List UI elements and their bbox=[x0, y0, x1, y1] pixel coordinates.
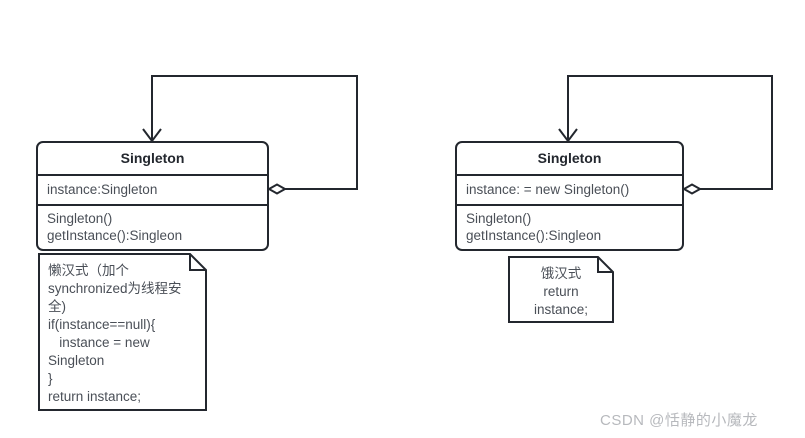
note-outline bbox=[38, 253, 207, 411]
note-box-right[interactable]: 饿汉式 return instance; bbox=[508, 256, 614, 323]
class-title-left: Singleton bbox=[38, 143, 267, 176]
class-operation: Singleton() bbox=[47, 211, 113, 226]
class-operations-right: Singleton() getInstance():Singleon bbox=[457, 206, 682, 249]
class-box-right[interactable]: Singleton instance: = new Singleton() Si… bbox=[455, 141, 684, 251]
class-attributes-left: instance:Singleton bbox=[38, 176, 267, 206]
class-attribute: instance: = new Singleton() bbox=[466, 182, 630, 197]
left-aggregation-diamond bbox=[266, 183, 288, 195]
note-outline bbox=[508, 256, 614, 323]
class-operation: getInstance():Singleon bbox=[466, 228, 602, 243]
note-shape-right bbox=[508, 256, 614, 323]
note-fold-icon bbox=[189, 254, 206, 271]
right-open-arrowhead bbox=[558, 128, 578, 143]
right-aggregation-diamond bbox=[681, 183, 703, 195]
csdn-watermark: CSDN @恬静的小魔龙 bbox=[600, 412, 758, 429]
class-box-left[interactable]: Singleton instance:Singleton Singleton()… bbox=[36, 141, 269, 251]
class-operation: Singleton() bbox=[466, 211, 532, 226]
class-attribute: instance:Singleton bbox=[47, 182, 158, 197]
note-box-left[interactable]: 懒汉式（加个 synchronized为线程安 全) if(instance==… bbox=[38, 253, 207, 411]
note-text-right: 饿汉式 return instance; bbox=[533, 266, 589, 317]
class-attributes-right: instance: = new Singleton() bbox=[457, 176, 682, 206]
class-operation: getInstance():Singleon bbox=[47, 228, 183, 243]
left-open-arrowhead bbox=[142, 128, 162, 143]
note-fold-icon bbox=[597, 257, 613, 273]
class-operations-left: Singleton() getInstance():Singleon bbox=[38, 206, 267, 249]
note-text-left: 懒汉式（加个 synchronized为线程安 全) if(instance==… bbox=[48, 263, 182, 404]
class-title-right: Singleton bbox=[457, 143, 682, 176]
note-shape-left bbox=[38, 253, 207, 411]
